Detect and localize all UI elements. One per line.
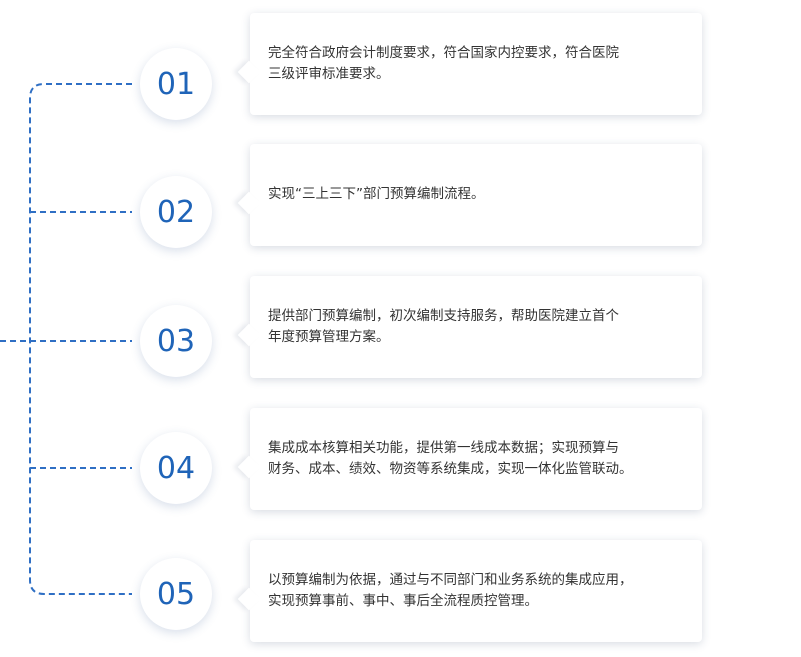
bracket-line	[29, 83, 132, 595]
step-number-badge: 05	[140, 558, 212, 630]
step-card: 完全符合政府会计制度要求，符合国家内控要求，符合医院 三级评审标准要求。	[250, 13, 702, 115]
step-card: 提供部门预算编制，初次编制支持服务，帮助医院建立首个 年度预算管理方案。	[250, 276, 702, 378]
step-description: 完全符合政府会计制度要求，符合国家内控要求，符合医院 三级评审标准要求。	[268, 45, 619, 82]
step-03: 03 提供部门预算编制，初次编制支持服务，帮助医院建立首个 年度预算管理方案。	[0, 267, 801, 378]
step-description: 实现“三上三下”部门预算编制流程。	[268, 186, 485, 202]
step-description: 提供部门预算编制，初次编制支持服务，帮助医院建立首个 年度预算管理方案。	[268, 308, 619, 345]
step-number-badge: 01	[140, 48, 212, 120]
step-card: 集成成本核算相关功能，提供第一线成本数据；实现预算与 财务、成本、绩效、物资等系…	[250, 408, 702, 510]
step-description: 集成成本核算相关功能，提供第一线成本数据；实现预算与 财务、成本、绩效、物资等系…	[268, 440, 633, 477]
step-05: 05 以预算编制为依据，通过与不同部门和业务系统的集成应用， 实现预算事前、事中…	[0, 520, 801, 642]
step-04: 04 集成成本核算相关功能，提供第一线成本数据；实现预算与 财务、成本、绩效、物…	[0, 394, 801, 510]
step-number-badge: 04	[140, 432, 212, 504]
step-number-badge: 03	[140, 305, 212, 377]
step-02: 02 实现“三上三下”部门预算编制流程。	[0, 138, 801, 248]
step-card: 实现“三上三下”部门预算编制流程。	[250, 144, 702, 246]
step-card: 以预算编制为依据，通过与不同部门和业务系统的集成应用， 实现预算事前、事中、事后…	[250, 540, 702, 642]
step-number-badge: 02	[140, 176, 212, 248]
step-description: 以预算编制为依据，通过与不同部门和业务系统的集成应用， 实现预算事前、事中、事后…	[268, 572, 633, 609]
step-01: 01 完全符合政府会计制度要求，符合国家内控要求，符合医院 三级评审标准要求。	[0, 10, 801, 120]
